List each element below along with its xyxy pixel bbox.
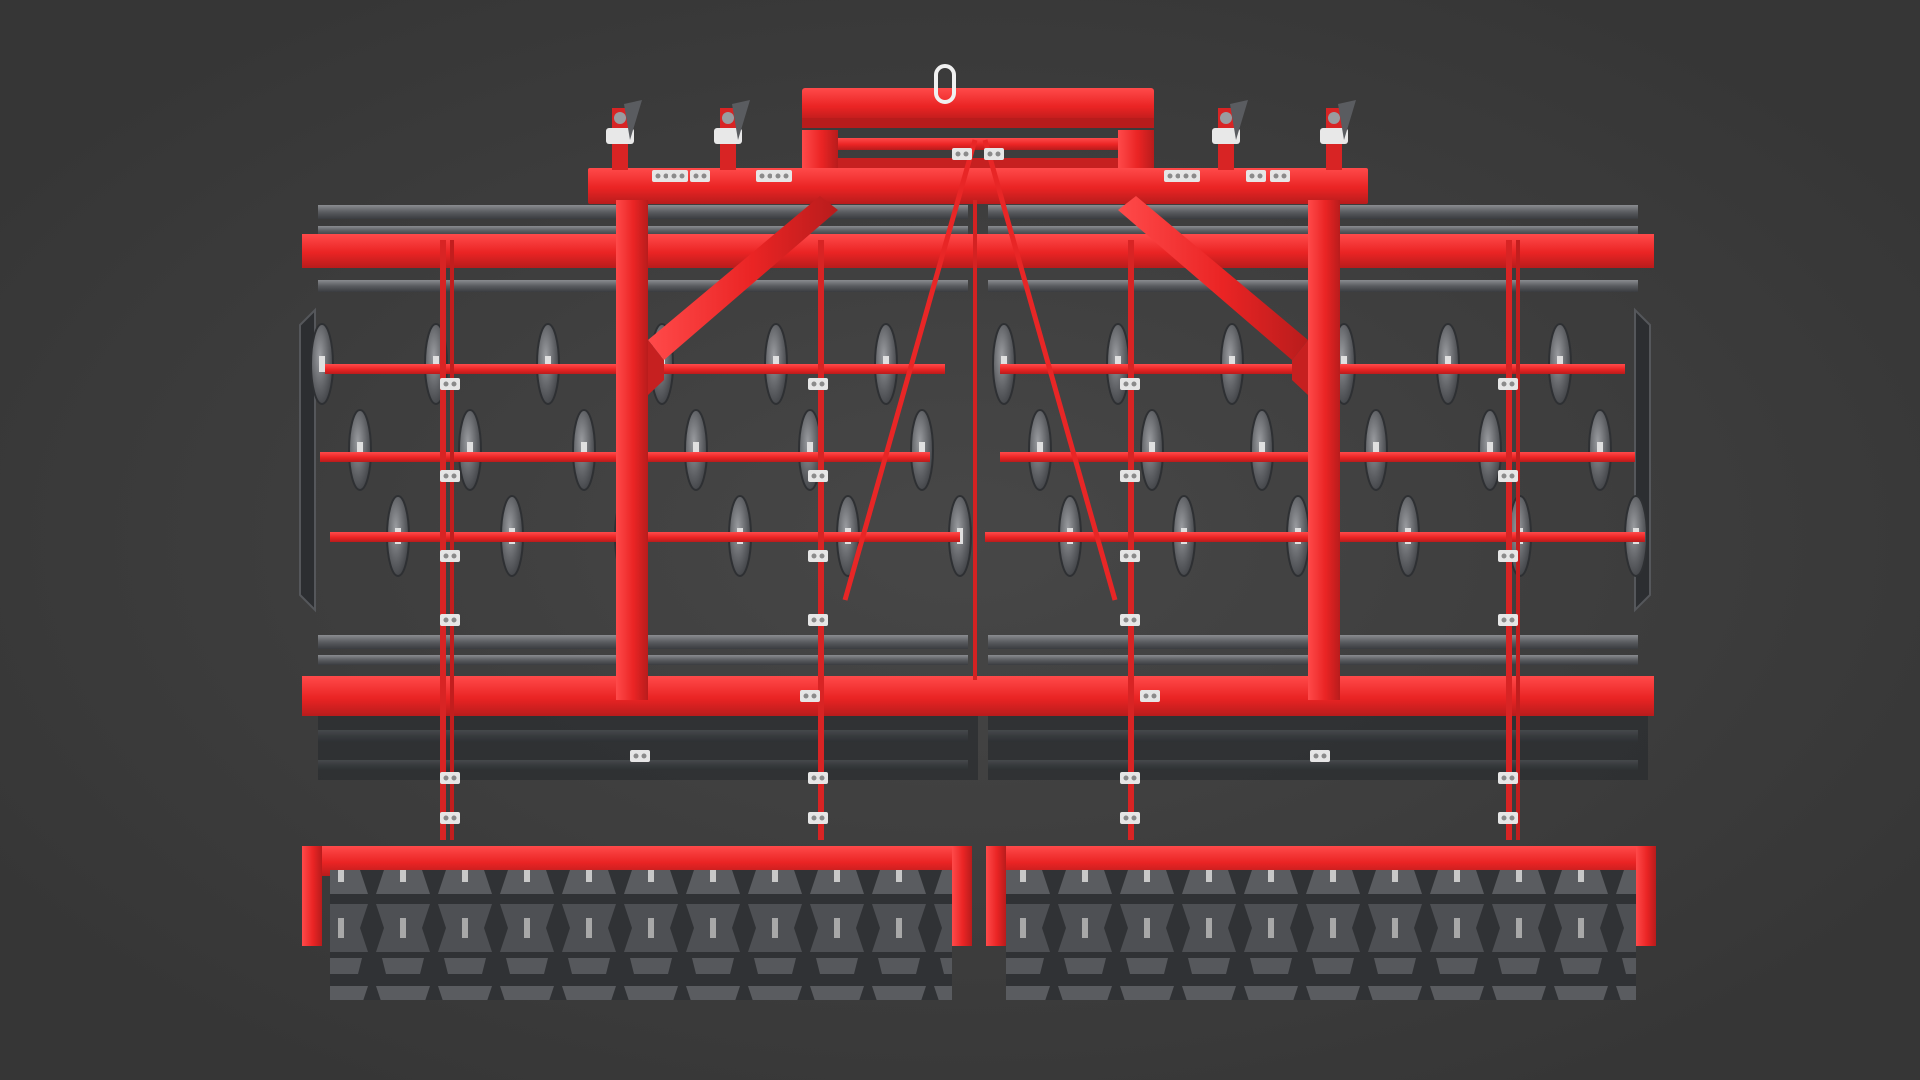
bolt-clamp — [808, 614, 828, 626]
bolt-clamp — [1246, 170, 1266, 182]
bolt-clamps — [440, 64, 1518, 824]
bolt-clamp — [1140, 690, 1160, 702]
bolt-clamp — [440, 550, 460, 562]
bolt-clamp — [952, 148, 972, 160]
disc — [310, 323, 334, 405]
bolt-clamp — [1120, 470, 1140, 482]
hydraulic-cylinder — [714, 100, 750, 170]
bolt-clamp — [1120, 378, 1140, 390]
disc — [1588, 409, 1612, 491]
bolt-clamp — [1120, 812, 1140, 824]
red-main-frame — [302, 88, 1656, 946]
disc — [1028, 409, 1052, 491]
disc — [348, 409, 372, 491]
disc — [910, 409, 934, 491]
bolt-clamp — [440, 378, 460, 390]
bolt-clamp — [440, 470, 460, 482]
disc — [572, 409, 596, 491]
bolt-clamp — [440, 772, 460, 784]
disc — [1364, 409, 1388, 491]
bolt-clamp — [1120, 550, 1140, 562]
bolt-clamp — [808, 812, 828, 824]
bolt-clamp — [800, 690, 820, 702]
bolt-clamp — [808, 772, 828, 784]
bolt-clamp — [690, 170, 710, 182]
disc — [684, 409, 708, 491]
crumbler-rollers — [330, 870, 1636, 1000]
bolt-clamp — [630, 750, 650, 762]
bolt-clamp — [756, 170, 776, 182]
bolt-clamp — [772, 170, 792, 182]
bolt-clamp — [1180, 170, 1200, 182]
disc — [1478, 409, 1502, 491]
hitch-ring — [934, 64, 956, 104]
disc — [1250, 409, 1274, 491]
hydraulic-cylinder — [606, 100, 642, 170]
bolt-clamp — [808, 550, 828, 562]
hydraulic-cylinder — [1212, 100, 1248, 170]
bolt-clamp — [1498, 614, 1518, 626]
bolt-clamp — [652, 170, 672, 182]
bolt-clamp — [668, 170, 688, 182]
bolt-clamp — [1310, 750, 1330, 762]
bolt-clamp — [808, 378, 828, 390]
bolt-clamp — [1270, 170, 1290, 182]
bolt-clamp — [1498, 378, 1518, 390]
bolt-clamp — [984, 148, 1004, 160]
bolt-clamp — [1498, 550, 1518, 562]
bolt-clamp — [1498, 772, 1518, 784]
hydraulic-units — [606, 100, 1356, 170]
bolt-clamp — [1120, 614, 1140, 626]
bolt-clamp — [1120, 772, 1140, 784]
bolt-clamp — [1164, 170, 1184, 182]
disc — [458, 409, 482, 491]
bolt-clamp — [1498, 812, 1518, 824]
disc — [1140, 409, 1164, 491]
bolt-clamp — [1498, 470, 1518, 482]
bolt-clamp — [808, 470, 828, 482]
bolt-clamp — [440, 812, 460, 824]
bolt-clamp — [440, 614, 460, 626]
hydraulic-cylinder — [1320, 100, 1356, 170]
